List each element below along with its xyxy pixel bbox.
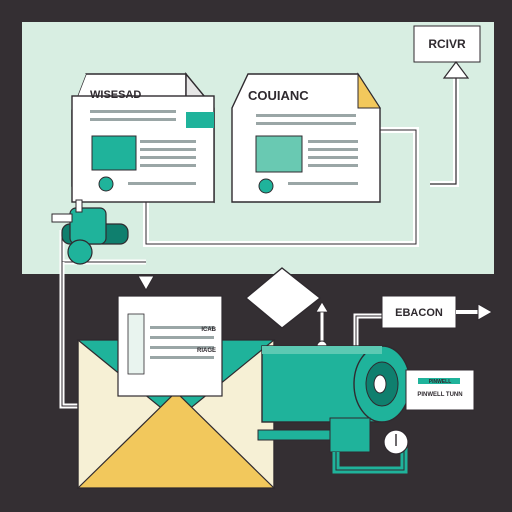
gauge-icon xyxy=(383,429,409,455)
valve-icon xyxy=(51,199,129,265)
document-left: WISESAD xyxy=(71,72,215,204)
arrow-down-icon xyxy=(137,275,155,292)
cylinder-tank-icon xyxy=(257,345,411,474)
top-right-label-text: RCIVR xyxy=(428,37,466,51)
tank-label-top: PINWELL xyxy=(429,379,452,385)
envelope-icon: ICAB RIAGE xyxy=(76,295,276,489)
right-label-text: EBACON xyxy=(395,307,443,319)
tank-label-bottom: PINWELL TUNN xyxy=(417,392,462,398)
document-left-title: WISESAD xyxy=(90,89,141,101)
document-center: COUIANC xyxy=(231,72,381,203)
top-right-label: RCIVR xyxy=(413,25,481,63)
right-label: EBACON xyxy=(353,295,494,346)
arrow-right-icon xyxy=(477,303,494,321)
arrow-up-icon xyxy=(430,61,470,187)
paper-tag-2: RIAGE xyxy=(197,348,216,354)
diamond-shape xyxy=(244,267,322,329)
tank-label: PINWELL PINWELL TUNN xyxy=(405,369,475,411)
document-center-title: COUIANC xyxy=(248,88,309,103)
paper-tag-1: ICAB xyxy=(201,327,216,333)
